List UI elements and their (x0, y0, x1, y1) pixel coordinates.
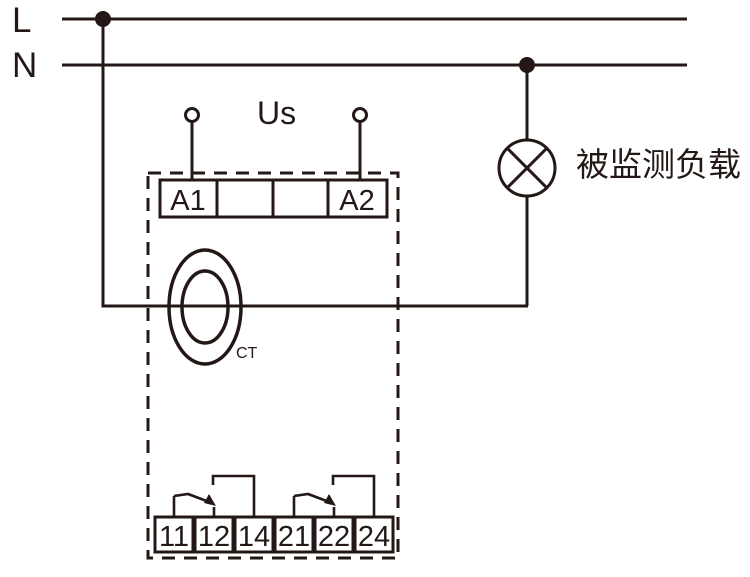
contact-lever-1 (173, 492, 213, 505)
contact-lever-2 (293, 492, 333, 505)
terminal-a2-label: A2 (339, 185, 374, 217)
contact-no-path-14 (211, 474, 256, 517)
supply-terminal-a2 (352, 107, 368, 123)
terminal-24-label: 24 (358, 521, 390, 553)
contact-arrow-2-icon (324, 494, 336, 506)
ct-outer-ring (167, 248, 243, 366)
neutral-line-label: N (12, 46, 37, 85)
ct-inner-ring (180, 269, 230, 345)
terminal-21-label: 21 (278, 521, 310, 553)
top-terminal-block: A1 A2 (158, 178, 389, 219)
load-label: 被监测负载 (576, 146, 741, 183)
terminal-cell-12 (193, 515, 235, 554)
terminal-a1-label: A1 (170, 185, 205, 217)
live-line-label: L (12, 1, 31, 40)
measured-wire (101, 19, 528, 308)
ct-label: CT (236, 345, 258, 362)
terminal-22-label: 22 (318, 521, 350, 553)
terminal-14-label: 14 (238, 521, 270, 553)
lamp-icon (497, 138, 557, 198)
load-branch: 被监测负载 (497, 65, 741, 306)
supply-label: Us (257, 95, 296, 131)
current-transformer: CT (167, 248, 258, 366)
bottom-terminal-block: 11 12 14 21 22 24 (153, 515, 395, 554)
contact-no-path-24 (331, 474, 376, 517)
lamp-cross-2 (506, 147, 548, 189)
terminal-cell-22 (313, 515, 355, 554)
terminal-cell-24 (353, 515, 395, 554)
terminal-11-label: 11 (159, 521, 189, 553)
supply-input: Us (184, 95, 368, 181)
device-outline (146, 171, 400, 560)
terminal-cell-11 (153, 515, 195, 554)
contact-arrow-1-icon (204, 494, 216, 506)
contact-group-2 (292, 474, 376, 517)
terminal-12-label: 12 (198, 521, 230, 553)
contact-group-1 (172, 474, 256, 517)
power-rails: L N (12, 1, 687, 85)
terminal-cell-14 (233, 515, 275, 554)
supply-terminal-a1 (184, 107, 200, 123)
terminal-cell-21 (273, 515, 315, 554)
